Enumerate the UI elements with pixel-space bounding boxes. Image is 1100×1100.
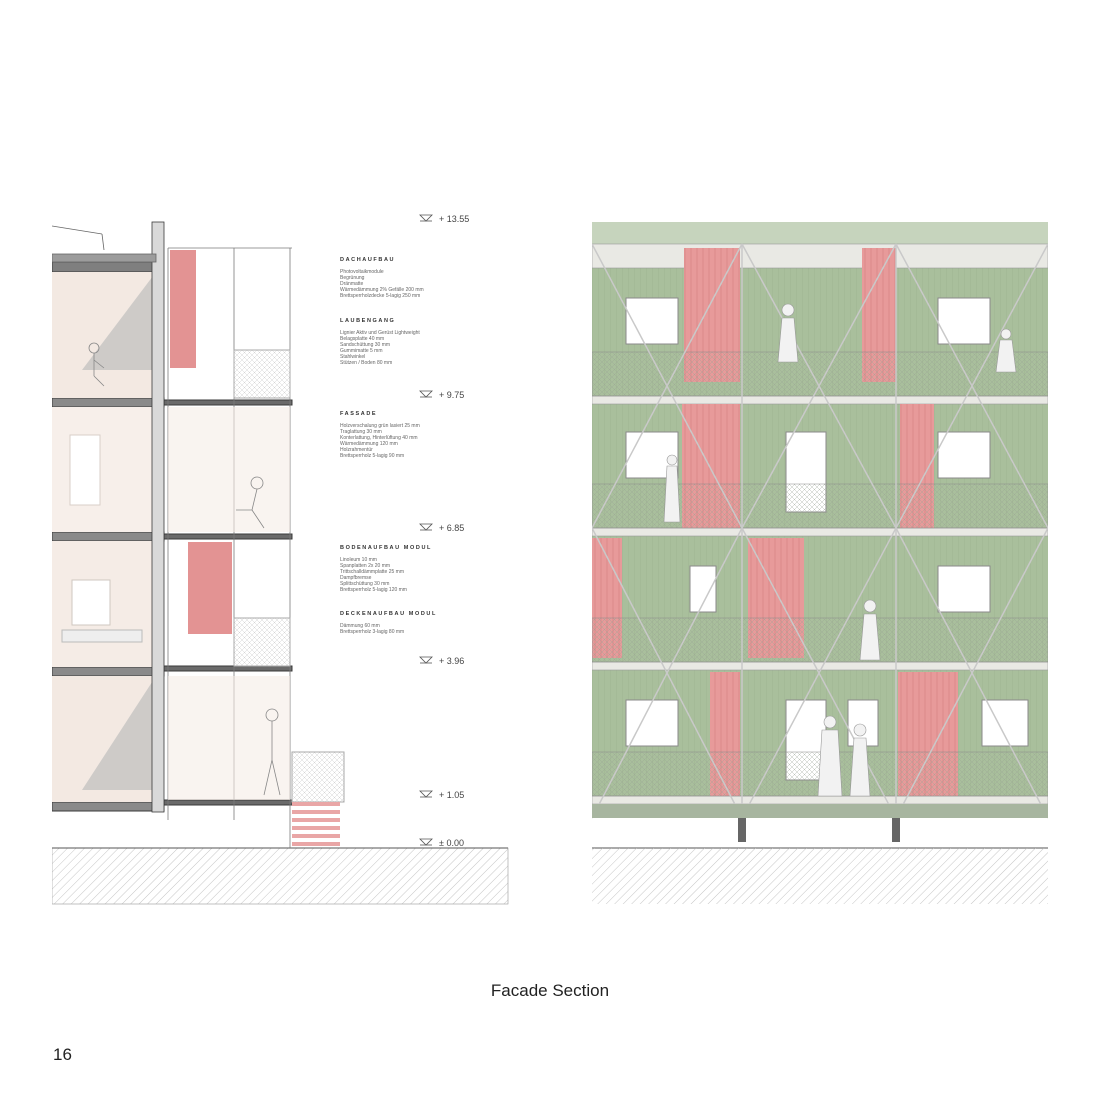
spec-item: Belagsplatte 40 mm (340, 336, 385, 342)
person-figure-icon (88, 342, 281, 796)
level-label: + 9.75 (439, 390, 465, 400)
interior-rooms (52, 272, 156, 802)
spec-item: Dränmatte (340, 281, 364, 287)
spec-item: Brettsperrholz 5-lagig 90 mm (340, 453, 405, 459)
spec-item: Spanplatten 2x 20 mm (340, 563, 391, 569)
spec-title: BODENAUFBAU MODUL (340, 545, 432, 551)
spec-item: Dampfbremse (340, 575, 372, 581)
roof (52, 225, 157, 263)
person-figure-icon (663, 303, 1017, 797)
floor-bands (592, 243, 1048, 805)
level-label: + 6.85 (439, 523, 465, 533)
balcony-glazing (168, 676, 290, 800)
spec-item: Photovoltaikmodule (340, 269, 384, 275)
spec-block-laubengang: LAUBENGANG Lignier Aktiv und Gerüst Ligh… (340, 318, 490, 366)
spec-item: Sandschüttung 30 mm (340, 342, 391, 348)
level-label: + 3.96 (439, 656, 465, 666)
spec-item: Wärmedämmung 2% Gefälle 200 mm (340, 287, 424, 293)
figure-caption: Facade Section (490, 981, 610, 1000)
curtain (170, 250, 196, 368)
section-svg (52, 214, 509, 905)
facade-elevation-drawing (592, 222, 1048, 904)
page-number: 16 (53, 1045, 72, 1064)
spec-item: Gummimatte 5 mm (340, 348, 383, 354)
spec-item: Trittschalldämmplatte 25 mm (340, 569, 404, 575)
spec-block-fassade: FASSADE Holzverschalung grün lasiert 25 … (340, 411, 490, 459)
spec-item: Begrünung (340, 275, 365, 281)
level-label: + 1.05 (439, 790, 465, 800)
railing (233, 349, 291, 399)
spec-block-dachaufbau: DACHAUFBAU Photovoltaikmodule Begrünung … (340, 257, 490, 299)
foundation-posts (738, 818, 900, 842)
plinth (592, 804, 1048, 818)
spec-title: DACHAUFBAU (340, 257, 396, 263)
railing (291, 751, 345, 803)
spec-item: Brettsperrholzdecke 5-lagig 250 mm (340, 293, 421, 299)
spec-item: Holzrahmentür (340, 447, 373, 453)
railing (233, 617, 291, 667)
spec-item: Wärmedämmung 120 mm (340, 441, 398, 447)
level-label: + 13.55 (439, 214, 470, 224)
steel-frame (592, 243, 1048, 842)
spec-item: Linoleum 10 mm (340, 557, 377, 563)
ground (52, 847, 509, 905)
parapet (592, 222, 1048, 244)
spec-item: Brettsperrholz 3-lagig 80 mm (340, 629, 405, 635)
spec-item: Stützen / Boden 80 mm (340, 360, 393, 366)
spec-item: Lignier Aktiv und Gerüst Lightweight (340, 330, 420, 336)
spec-item: Brettsperrholz 5-lagig 120 mm (340, 587, 407, 593)
spec-item: Stahlwinkel (340, 354, 366, 360)
level-label: ± 0.00 (439, 838, 464, 848)
spec-item: Dämmung 60 mm (340, 623, 380, 629)
exterior-wall (151, 221, 165, 813)
spec-item: Traglattung 30 mm (340, 429, 382, 435)
curtain (188, 542, 232, 634)
spec-title: FASSADE (340, 411, 378, 417)
ground (592, 848, 1048, 904)
spec-title: DECKENAUFBAU MODUL (340, 611, 437, 617)
spec-block-deckenaufbau: DECKENAUFBAU MODUL Dämmung 60 mm Brettsp… (340, 611, 490, 635)
level-marker-icon (419, 214, 433, 846)
spec-block-bodenaufbau: BODENAUFBAU MODUL Linoleum 10 mm Spanpla… (340, 545, 490, 593)
spec-item: Holzverschalung grün lasiert 25 mm (340, 423, 420, 429)
entrance-stairs (292, 802, 340, 846)
spec-title: LAUBENGANG (340, 318, 396, 324)
spec-item: Splittschüttung 30 mm (340, 581, 390, 587)
spec-item: Konterlattung, Hinterlüftung 40 mm (340, 435, 418, 441)
balcony-glazing (168, 407, 290, 532)
